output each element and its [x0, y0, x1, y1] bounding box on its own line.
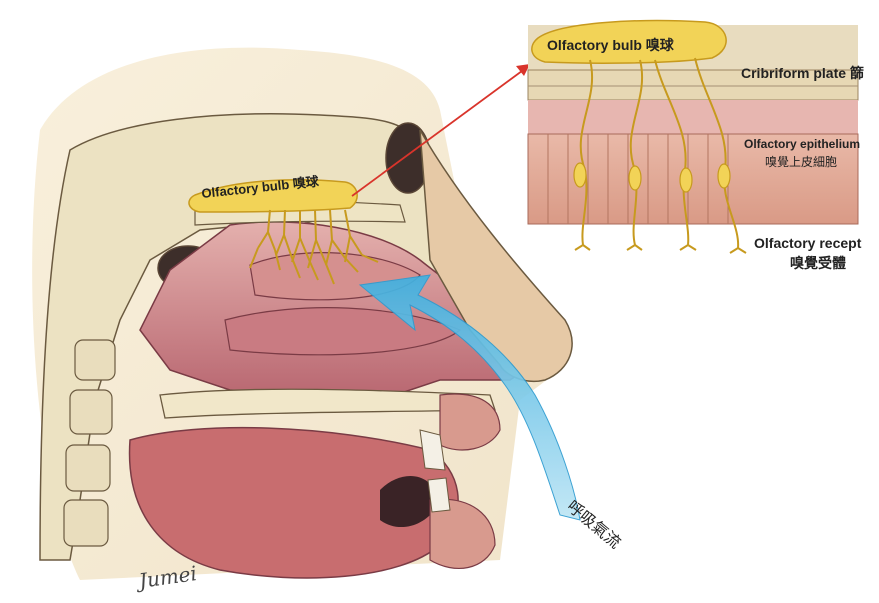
- label-olfactory-bulb-inset: Olfactory bulb 嗅球: [547, 37, 675, 53]
- label-olfactory-epithelium-en: Olfactory epithelium: [744, 137, 860, 151]
- label-cribriform-plate: Cribriform plate 篩: [741, 65, 864, 81]
- label-olfactory-receptor-zh: 嗅覺受體: [790, 255, 846, 272]
- label-airflow: 呼吸氣流: [563, 497, 624, 553]
- label-olfactory-epithelium-zh: 嗅覺上皮細胞: [765, 155, 837, 169]
- label-olfactory-receptor-en: Olfactory recept: [754, 235, 862, 251]
